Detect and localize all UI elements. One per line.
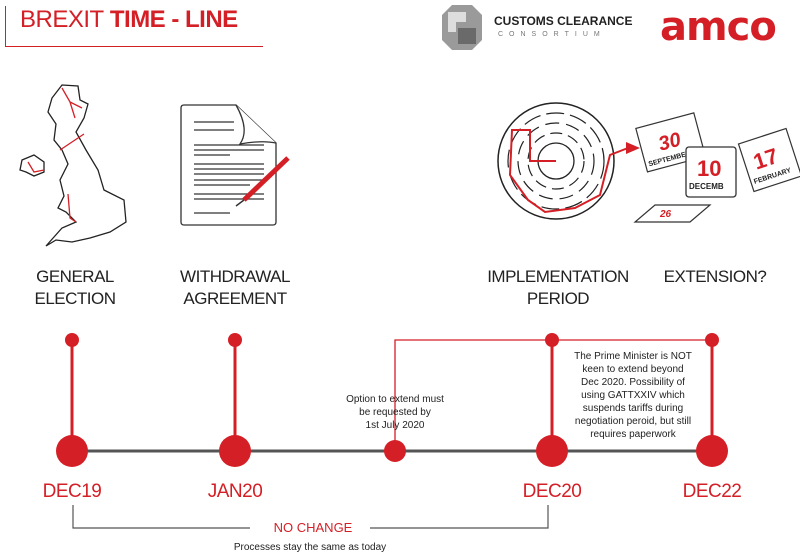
title-rule — [5, 6, 6, 46]
milestone-dot-dec22 — [696, 435, 728, 467]
milestone-dot-dec19 — [56, 435, 88, 467]
stem-cap-dec20 — [545, 333, 559, 347]
page-title: BREXIT TIME - LINE — [20, 6, 238, 34]
calendar-month-december: DECEMB — [689, 182, 724, 191]
title-underline — [5, 46, 263, 47]
bracket-left — [72, 505, 250, 529]
milestone-stems — [70, 340, 714, 451]
connector-line — [394, 339, 712, 450]
milestone-label-general-election: GENERAL ELECTION — [34, 267, 116, 308]
stem-cap-dec19 — [65, 333, 79, 347]
maze-icon — [497, 102, 640, 220]
partner-logo-name: CUSTOMS CLEARANCE — [494, 14, 633, 28]
no-change-label: NO CHANGE — [260, 520, 366, 535]
calendar-day-10: 10 — [697, 156, 721, 181]
stem-cap-jan20 — [228, 333, 242, 347]
date-dec22: DEC22 — [682, 481, 742, 502]
stem-cap-dec22 — [705, 333, 719, 347]
calendar-day-26: 26 — [659, 209, 672, 220]
brand-logo: amco — [660, 4, 777, 50]
milestone-label-withdrawal-agreement: WITHDRAWAL AGREEMENT — [180, 267, 290, 308]
milestone-dot-option — [384, 440, 406, 462]
title-thin: BREXIT — [20, 6, 104, 33]
date-jan20: JAN20 — [207, 481, 263, 502]
milestone-label-implementation-period: IMPLEMENTATION PERIOD — [487, 267, 629, 308]
ccc-logo-icon — [442, 5, 482, 50]
uk-map-icon — [19, 84, 127, 247]
milestone-dot-dec20 — [536, 435, 568, 467]
date-dec20: DEC20 — [522, 481, 582, 502]
title-bold: TIME - LINE — [109, 6, 238, 33]
date-dec19: DEC19 — [42, 481, 102, 502]
partner-logo-subtitle: CONSORTIUM — [498, 31, 606, 38]
milestone-label-extension: EXTENSION? — [663, 267, 767, 286]
bracket-right — [370, 505, 549, 529]
calendar-pages-icon: 30 SEPTEMBER 10 DECEMB 17 FEBRUARY 26 — [633, 112, 800, 223]
signed-document-icon — [180, 104, 290, 226]
milestone-dot-jan20 — [219, 435, 251, 467]
no-change-subtext: Processes stay the same as today — [233, 542, 387, 553]
